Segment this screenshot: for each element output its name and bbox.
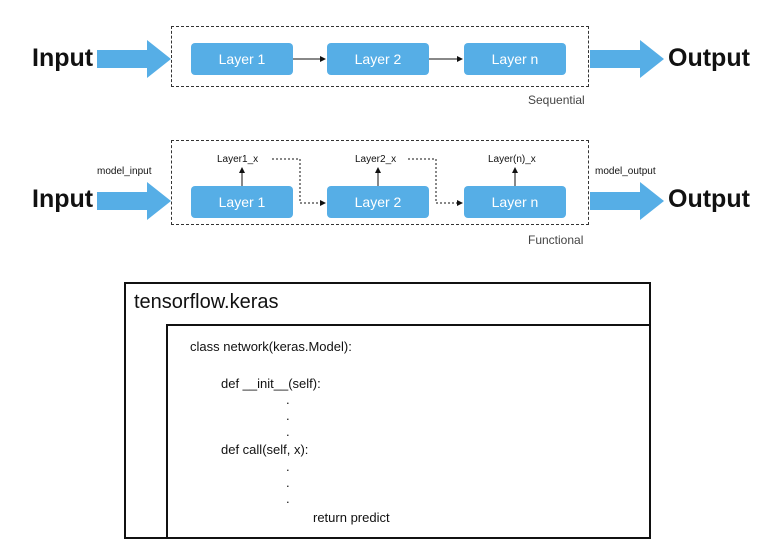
layern-output-label: Layer(n)_x (488, 154, 536, 165)
layer2-output-label: Layer2_x (355, 154, 397, 165)
functional-input-label: Input (32, 185, 94, 213)
layer1-output-label: Layer1_x (217, 154, 259, 165)
functional-container (171, 140, 589, 225)
model-input-label: model_input (97, 166, 152, 177)
code-call-line: def call(self, x): (221, 442, 309, 457)
sequential-layer-1: Layer 1 (191, 43, 293, 75)
code-ellipsis-dot: . (286, 392, 290, 407)
code-class-line: class network(keras.Model): (190, 339, 352, 354)
functional-output-label: Output (668, 185, 750, 213)
code-ellipsis-dot: . (286, 491, 290, 506)
sequential-output-arrow (590, 40, 664, 78)
code-ellipsis-dot: . (286, 475, 290, 490)
sequential-caption: Sequential (528, 93, 585, 107)
model-output-label: model_output (595, 166, 656, 177)
code-outer-box (124, 282, 651, 539)
code-ellipsis-dot: . (286, 424, 290, 439)
functional-layer-1: Layer 1 (191, 186, 293, 218)
sequential-layer-2: Layer 2 (327, 43, 429, 75)
functional-output-arrow (590, 182, 664, 220)
sequential-output-label: Output (668, 44, 750, 72)
sequential-container (171, 26, 589, 87)
functional-input-arrow (97, 182, 171, 220)
functional-layer-n: Layer n (464, 186, 566, 218)
code-title: tensorflow.keras (134, 291, 279, 313)
code-init-line: def __init__(self): (221, 376, 321, 391)
functional-caption: Functional (528, 233, 584, 247)
functional-connectors (239, 158, 518, 206)
sequential-input-label: Input (32, 44, 94, 72)
code-ellipsis-dot: . (286, 459, 290, 474)
code-ellipsis-dot: . (286, 408, 290, 423)
sequential-layer-arrows (293, 56, 463, 62)
functional-layer-2: Layer 2 (327, 186, 429, 218)
sequential-layer-n: Layer n (464, 43, 566, 75)
code-return-line: return predict (313, 510, 390, 525)
sequential-input-arrow (97, 40, 171, 78)
code-inner-box (166, 324, 651, 539)
